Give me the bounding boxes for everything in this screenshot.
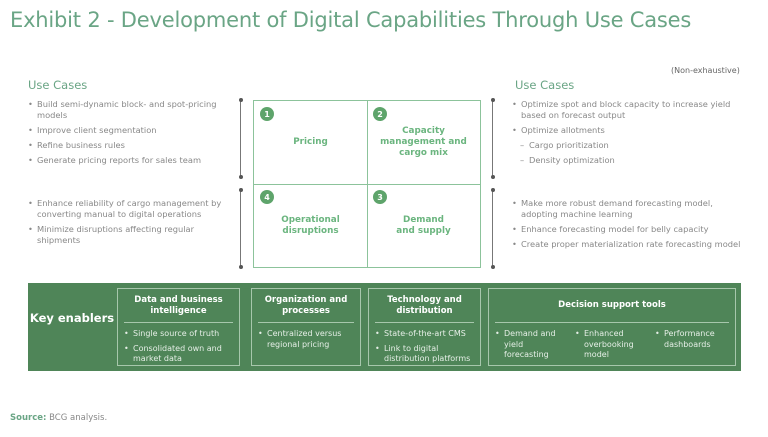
list-item: Build semi-dynamic block- and spot-prici… <box>28 99 228 121</box>
list-item: Minimize disruptions affecting regular s… <box>28 224 228 246</box>
list-subitem: Cargo prioritization <box>512 140 752 151</box>
enabler-data: Data and business intelligence Single so… <box>117 288 240 366</box>
enabler-decision-support: Decision support tools Demand and yield … <box>488 288 736 366</box>
list-item: Enhance reliability of cargo management … <box>28 198 228 220</box>
enabler-technology: Technology and distribution State-of-the… <box>368 288 481 366</box>
cell-label: Demand and supply <box>396 214 451 236</box>
cell-label: Pricing <box>293 137 328 147</box>
right-top-list: Optimize spot and block capacity to incr… <box>512 99 752 170</box>
list-item: Enhance forecasting model for belly capa… <box>512 224 742 235</box>
number-badge: 1 <box>260 107 274 121</box>
list-item: Performance dashboards <box>655 329 729 361</box>
right-bottom-list: Make more robust demand forecasting mode… <box>512 198 742 254</box>
key-enablers-panel: Key enablers Data and business intellige… <box>28 283 741 371</box>
list-item: Link to digital distribution platforms <box>375 344 474 365</box>
list-item: Enhanced overbooking model <box>575 329 649 361</box>
number-badge: 4 <box>260 190 274 204</box>
bracket <box>490 188 495 269</box>
list-item: Make more robust demand forecasting mode… <box>512 198 742 220</box>
list-item: State-of-the-art CMS <box>375 329 474 340</box>
source-text: BCG analysis. <box>46 413 108 423</box>
list-item: Single source of truth <box>124 329 233 340</box>
left-bottom-list: Enhance reliability of cargo management … <box>28 198 228 250</box>
list-item: Consolidated own and market data <box>124 344 233 365</box>
number-badge: 2 <box>373 107 387 121</box>
key-enablers-label: Key enablers <box>29 311 115 325</box>
cell-label: Operational disruptions <box>281 214 340 236</box>
bracket <box>490 98 495 179</box>
enabler-organization: Organization and processes Centralized v… <box>251 288 361 366</box>
enabler-title: Decision support tools <box>495 293 729 323</box>
right-use-cases-heading: Use Cases <box>515 78 575 92</box>
non-exhaustive-note: (Non-exhaustive) <box>671 66 740 75</box>
source-label: Source: <box>10 413 47 423</box>
list-subitem: Density optimization <box>512 155 752 166</box>
list-item: Optimize allotments <box>512 125 752 136</box>
enabler-title: Organization and processes <box>258 293 354 323</box>
enabler-title: Data and business intelligence <box>124 293 233 323</box>
list-item: Centralized versus regional pricing <box>258 329 354 350</box>
list-item: Refine business rules <box>28 140 228 151</box>
number-badge: 3 <box>373 190 387 204</box>
left-use-cases-heading: Use Cases <box>28 78 88 92</box>
page-title: Exhibit 2 - Development of Digital Capab… <box>10 8 692 32</box>
cell-label: Capacity management and cargo mix <box>380 126 467 158</box>
source-note: Source: BCG analysis. <box>10 413 107 423</box>
left-top-list: Build semi-dynamic block- and spot-prici… <box>28 99 228 170</box>
list-item: Demand and yield forecasting <box>495 329 569 361</box>
list-item: Create proper materialization rate forec… <box>512 239 742 250</box>
list-item: Generate pricing reports for sales team <box>28 155 228 166</box>
bracket <box>238 98 243 179</box>
list-item: Optimize spot and block capacity to incr… <box>512 99 752 121</box>
list-item: Improve client segmentation <box>28 125 228 136</box>
enabler-title: Technology and distribution <box>375 293 474 323</box>
bracket <box>238 188 243 269</box>
